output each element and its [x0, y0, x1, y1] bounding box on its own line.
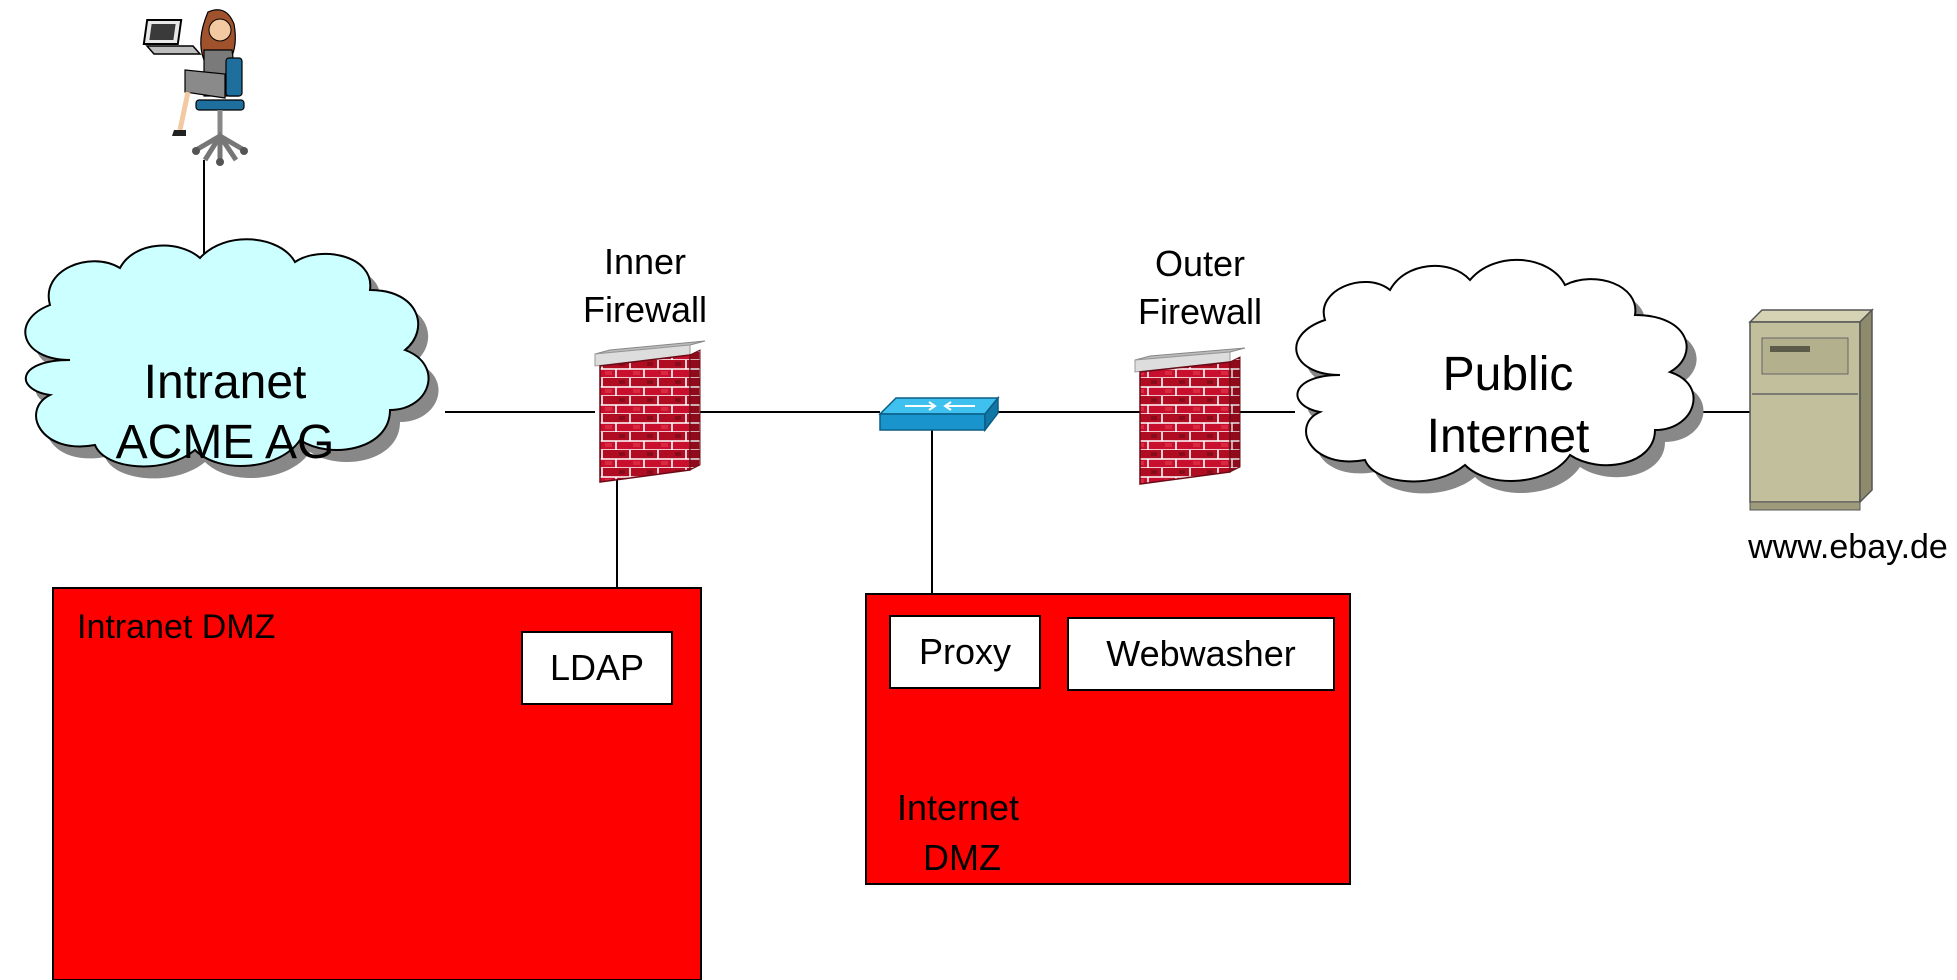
proxy-label: Proxy — [919, 631, 1011, 672]
laptop-user-icon — [142, 9, 248, 166]
webwasher-label: Webwasher — [1106, 633, 1295, 674]
inner-firewall-label-line2: Firewall — [583, 289, 707, 330]
ldap-label: LDAP — [550, 647, 644, 688]
outer-firewall-label-line1: Outer — [1155, 243, 1245, 284]
internet-dmz-label-line1: Internet — [897, 787, 1019, 828]
intranet-cloud-icon: Intranet ACME AG — [24, 238, 439, 479]
intranet-cloud-line2: ACME AG — [116, 416, 335, 469]
server-tower-icon — [1748, 308, 1874, 511]
inner-firewall-label-line1: Inner — [604, 241, 686, 282]
network-switch-icon — [878, 395, 1000, 433]
internet-dmz-label-line2: DMZ — [923, 837, 1001, 878]
internet-cloud-icon: Public Internet — [1295, 259, 1704, 494]
internet-cloud-line1: Public — [1443, 348, 1574, 401]
brick-firewall-icon — [1134, 347, 1246, 485]
webwasher-box — [1067, 617, 1335, 691]
internet-cloud-line2: Internet — [1427, 410, 1590, 463]
internet-dmz-zone: Proxy Webwasher Internet DMZ — [865, 593, 1351, 885]
outer-firewall-label-line2: Firewall — [1138, 291, 1262, 332]
intranet-dmz-label: Intranet DMZ — [77, 608, 275, 646]
intranet-cloud-line1: Intranet — [144, 356, 307, 409]
proxy-box — [889, 615, 1041, 689]
brick-firewall-icon — [594, 340, 706, 483]
server-label: www.ebay.de — [1747, 528, 1948, 566]
intranet-dmz-zone: Intranet DMZ LDAP — [52, 587, 702, 980]
ldap-box — [521, 631, 673, 705]
